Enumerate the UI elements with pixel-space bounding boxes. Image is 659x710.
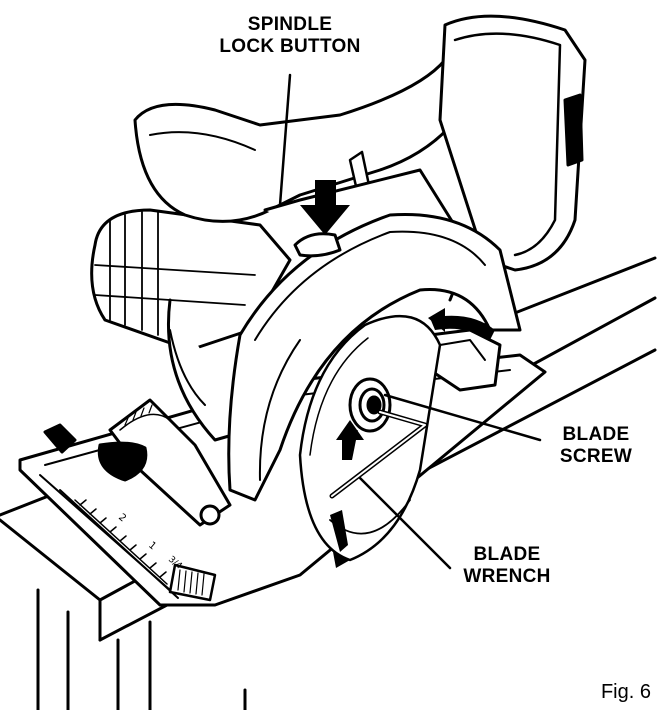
figure-number: Fig. 6: [600, 681, 651, 703]
leader-blade-wrench: [358, 476, 452, 570]
callout-line: BLADE: [473, 544, 541, 565]
bevel-quadrant: [43, 398, 232, 527]
rotation-arrows: [330, 308, 495, 568]
blade-wrench-label: BLADE WRENCH: [448, 544, 566, 588]
callout-line: WRENCH: [463, 566, 551, 587]
leader-spindle-lock: [278, 73, 292, 207]
scale-number: 2: [116, 512, 128, 525]
arbor-assembly: [348, 377, 392, 433]
blade-guard: [227, 212, 522, 502]
spindle-lock-button-label: SPINDLE LOCK BUTTON: [205, 14, 375, 58]
saw-blade: [298, 314, 442, 562]
scale-number: 1: [146, 540, 158, 553]
leader-blade-screw: [383, 393, 542, 442]
callout-leader-lines: [278, 73, 542, 570]
callout-line: SPINDLE: [247, 14, 333, 35]
callout-line: BLADE: [562, 424, 630, 445]
blade-wrench: [329, 409, 428, 499]
callout-line: SCREW: [559, 446, 633, 467]
blade-screw-label: BLADE SCREW: [540, 424, 652, 468]
callout-line: LOCK BUTTON: [219, 36, 361, 57]
spindle-lock-button: [293, 180, 350, 258]
